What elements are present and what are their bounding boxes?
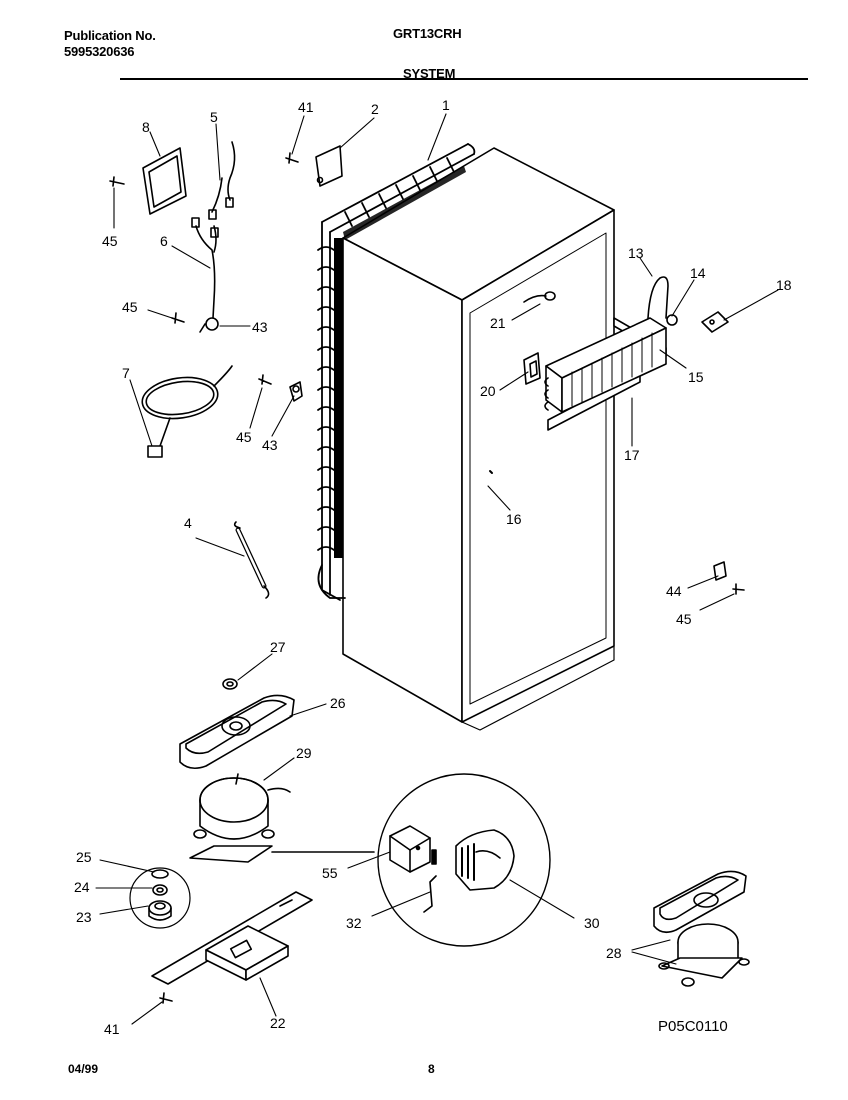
- callout-43: 43: [262, 437, 278, 453]
- part-20-switch: [523, 352, 541, 385]
- callout-14: 14: [690, 265, 706, 281]
- part-4: [233, 521, 270, 599]
- callout-4: 4: [184, 515, 192, 531]
- callout-43: 43: [252, 319, 268, 335]
- callout-18: 18: [776, 277, 792, 293]
- callout-45: 45: [122, 299, 138, 315]
- publication-label: Publication No.: [64, 28, 156, 43]
- callout-17: 17: [624, 447, 640, 463]
- part-44: [713, 561, 727, 581]
- part-26-drain-pan: [179, 694, 295, 770]
- part-43-clip: [289, 381, 303, 402]
- footer-date: 04/99: [68, 1062, 99, 1076]
- callout-32: 32: [346, 915, 362, 931]
- part-22-base-rail: [151, 891, 313, 985]
- part-5-wire: [208, 141, 236, 220]
- callout-6: 6: [160, 233, 168, 249]
- part-28-compressor-assembly: [653, 870, 750, 987]
- callout-15: 15: [688, 369, 704, 385]
- part-7-cord: [141, 365, 233, 458]
- callout-28: 28: [606, 945, 622, 961]
- parts-23-25-mounting-detail: [129, 867, 191, 929]
- part-6-harness: [191, 217, 219, 333]
- callout-13: 13: [628, 245, 644, 261]
- callout-55: 55: [322, 865, 338, 881]
- callout-22: 22: [270, 1015, 286, 1031]
- callout-21: 21: [490, 315, 506, 331]
- callout-1: 1: [442, 97, 450, 113]
- callout-23: 23: [76, 909, 92, 925]
- part-45-screws: [109, 176, 745, 595]
- callout-7: 7: [122, 365, 130, 381]
- parts-30-32-55-relay-detail: [377, 773, 551, 947]
- condenser-coil: [317, 143, 476, 601]
- callout-24: 24: [74, 879, 90, 895]
- callout-2: 2: [371, 101, 379, 117]
- part-8-panel: [142, 147, 187, 215]
- callout-25: 25: [76, 849, 92, 865]
- part-27: [222, 678, 238, 690]
- diagram-code: P05C0110: [658, 1018, 728, 1035]
- callout-29: 29: [296, 745, 312, 761]
- part-13-tube: [647, 276, 669, 319]
- callout-45: 45: [676, 611, 692, 627]
- part-15-evaporator: [544, 317, 667, 413]
- callout-45: 45: [236, 429, 252, 445]
- callout-5: 5: [210, 109, 218, 125]
- callout-41: 41: [104, 1021, 120, 1037]
- callout-41: 41: [298, 99, 314, 115]
- header-rule: [120, 78, 808, 80]
- callout-26: 26: [330, 695, 346, 711]
- model-number: GRT13CRH: [393, 26, 462, 41]
- cabinet: [342, 147, 615, 731]
- leader-lines: [95, 113, 779, 1025]
- callout-45: 45: [102, 233, 118, 249]
- callout-8: 8: [142, 119, 150, 135]
- callout-16: 16: [506, 511, 522, 527]
- callout-27: 27: [270, 639, 286, 655]
- part-41-screw-top: [285, 152, 299, 164]
- part-21: [523, 291, 556, 303]
- callout-44: 44: [666, 583, 682, 599]
- publication-number: 5995320636: [64, 44, 135, 59]
- callout-30: 30: [584, 915, 600, 931]
- section-title: SYSTEM: [403, 66, 456, 81]
- part-2-bracket: [315, 145, 343, 187]
- page-number: 8: [428, 1062, 435, 1076]
- callout-20: 20: [480, 383, 496, 399]
- part-29-compressor: [189, 773, 375, 863]
- callout-labels: 1 2 41 8 5 45 6 45 43 7 45 43 13 14 18 1…: [74, 97, 792, 1037]
- part-41-screw-bottom: [159, 992, 173, 1004]
- part-18-block: [701, 311, 729, 333]
